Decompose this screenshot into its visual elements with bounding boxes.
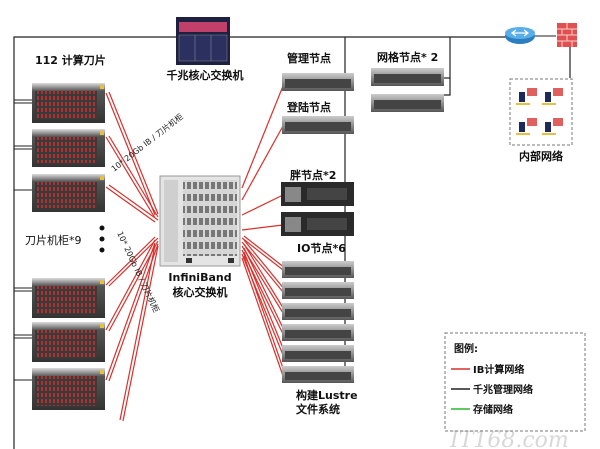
fat-node-server: [281, 182, 354, 206]
legend-title: 图例:: [454, 342, 478, 355]
io-node-server: [282, 366, 354, 383]
internal-network-label: 内部网络: [519, 149, 563, 163]
ib-switch-label-line1: InfiniBand: [168, 271, 231, 284]
io-node-server: [282, 303, 354, 320]
io-node-server: [282, 345, 354, 362]
login-node-server: [282, 116, 354, 134]
ib-links-blades: [105, 91, 159, 422]
io-node-servers: [282, 261, 354, 383]
legend-item-management: 千兆管理网络: [473, 383, 533, 396]
gigabit-switch-label: 千兆核心交换机: [167, 68, 244, 82]
fat-nodes-label: 胖节点*2: [290, 168, 336, 182]
blade-chassis: [32, 322, 105, 362]
user-workstation-icon: [516, 88, 537, 105]
blade-chassis-group: [32, 83, 105, 410]
management-node-label: 管理节点: [287, 51, 331, 65]
internal-network-box: [509, 78, 573, 146]
user-workstation-icon: [542, 118, 563, 135]
io-node-server: [282, 324, 354, 341]
user-workstation-icon: [542, 88, 563, 105]
blade-chassis: [32, 278, 105, 318]
firewall-icon: [557, 23, 577, 47]
io-nodes-label: IO节点*6: [297, 241, 346, 255]
blade-chassis: [32, 174, 105, 212]
gigabit-core-switch: [176, 17, 230, 65]
lustre-label-line1: 构建Lustre: [296, 388, 358, 402]
ib-network-lines: [105, 85, 286, 422]
router-icon: [505, 27, 535, 44]
grid-node-server: [371, 68, 444, 86]
blade-cabinets-label: 刀片机柜*9: [25, 233, 82, 247]
grid-nodes-label: 网格节点* 2: [377, 50, 438, 64]
infiniband-core-switch: [159, 175, 241, 267]
blade-chassis: [32, 83, 105, 123]
management-node-server: [282, 73, 354, 91]
user-workstation-icon: [516, 118, 537, 135]
legend-item-storage: 存储网络: [473, 403, 513, 416]
blade-chassis: [32, 368, 105, 410]
blade-chassis: [32, 129, 105, 167]
ib-links-servers: [241, 85, 286, 377]
lustre-label-line2: 文件系统: [296, 402, 340, 416]
legend: 图例: IB计算网络 千兆管理网络 存储网络: [444, 332, 586, 432]
legend-item-ib: IB计算网络: [473, 363, 524, 376]
fat-node-server: [281, 212, 354, 236]
io-node-server: [282, 261, 354, 278]
compute-blades-label: 112 计算刀片: [35, 53, 106, 67]
ellipsis-dots: [99, 225, 105, 253]
grid-node-server: [371, 94, 444, 112]
watermark: IT168.com: [449, 428, 569, 449]
io-node-server: [282, 282, 354, 299]
login-node-label: 登陆节点: [286, 100, 331, 114]
ib-switch-label-line2: 核心交换机: [173, 285, 228, 299]
